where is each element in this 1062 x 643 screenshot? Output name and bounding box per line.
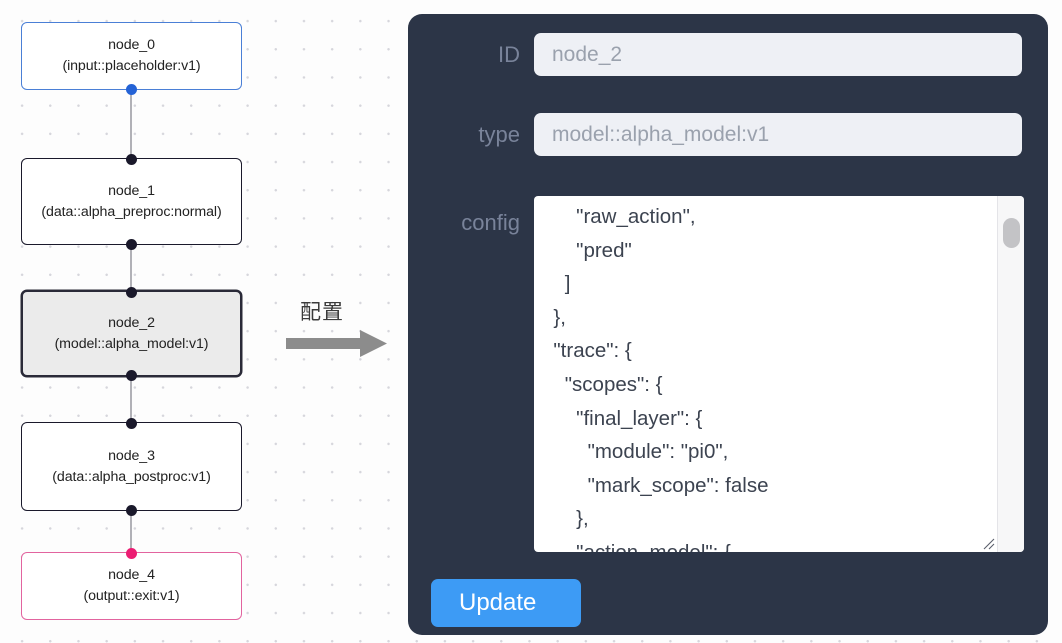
node-handle-target[interactable]: [126, 286, 137, 298]
annotation-label: 配置: [300, 300, 344, 324]
node-handle-target[interactable]: [126, 417, 137, 429]
flow-node-label: node_2 (model::alpha_model:v1): [54, 314, 209, 352]
node-handle-target[interactable]: [126, 547, 137, 559]
edge-node2-node3[interactable]: [129, 376, 133, 421]
config-scrollbar[interactable]: [997, 196, 1024, 552]
resize-grip-icon[interactable]: [980, 535, 996, 551]
flow-node-label: node_0 (input::placeholder:v1): [62, 37, 201, 74]
flow-node-node_4[interactable]: node_4 (output::exit:v1): [21, 547, 242, 620]
field-row-config: config "raw_action", "pred" ] }, "trace"…: [408, 196, 1048, 552]
edge-node3-node4[interactable]: [129, 511, 133, 552]
flow-node-label: node_3 (data::alpha_postproc:v1): [52, 447, 211, 485]
node-handle-source[interactable]: [126, 238, 137, 250]
field-row-id: ID node_2: [408, 33, 1048, 76]
edge-node1-node2[interactable]: [129, 245, 133, 293]
config-scrollbar-thumb[interactable]: [1003, 218, 1020, 248]
update-button[interactable]: Update: [431, 579, 581, 627]
node-config-panel: ID node_2 type model::alpha_model:v1 con…: [408, 14, 1048, 635]
flow-node-node_1[interactable]: node_1 (data::alpha_preproc:normal): [21, 153, 242, 250]
config-label: config: [461, 210, 520, 235]
id-label: ID: [498, 41, 520, 67]
config-textarea[interactable]: "raw_action", "pred" ] }, "trace": { "sc…: [553, 205, 769, 552]
config-textarea-wrapper[interactable]: "raw_action", "pred" ] }, "trace": { "sc…: [534, 196, 1024, 552]
edge-node0-node1[interactable]: [129, 90, 133, 158]
right-arrow-icon: [286, 330, 387, 357]
flow-node-node_3[interactable]: node_3 (data::alpha_postproc:v1): [21, 417, 242, 516]
id-input[interactable]: node_2: [534, 33, 1022, 76]
flow-node-label: node_4 (output::exit:v1): [83, 567, 180, 604]
node-handle-source[interactable]: [126, 369, 137, 381]
type-input[interactable]: model::alpha_model:v1: [534, 113, 1022, 156]
field-row-type: type model::alpha_model:v1: [408, 113, 1048, 156]
type-label: type: [478, 121, 520, 147]
flow-node-node_0[interactable]: node_0 (input::placeholder:v1): [21, 22, 242, 95]
node-handle-source[interactable]: [126, 83, 137, 95]
node-handle-target[interactable]: [126, 153, 137, 165]
flow-node-label: node_1 (data::alpha_preproc:normal): [41, 182, 222, 220]
flow-node-node_2[interactable]: node_2 (model::alpha_model:v1): [21, 286, 242, 381]
node-handle-source[interactable]: [126, 504, 137, 516]
annotation-arrow-group: 配置: [286, 296, 396, 358]
